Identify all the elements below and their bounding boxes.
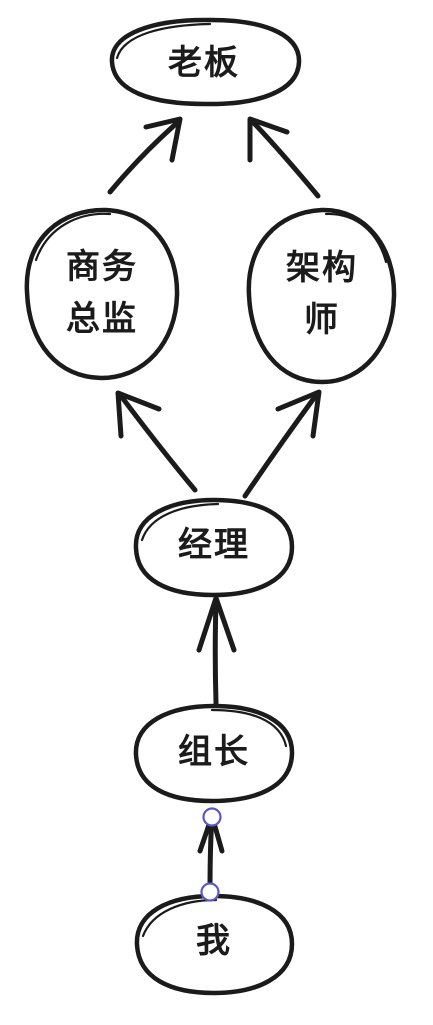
business-director-label-line2: 总监 <box>66 299 138 339</box>
node-me[interactable]: 我 <box>134 893 295 996</box>
edge-business-director-to-boss[interactable] <box>107 116 183 195</box>
team-lead-label: 组长 <box>178 732 250 772</box>
edge-architect-to-boss[interactable] <box>247 116 321 199</box>
arrow-start-handle[interactable] <box>200 882 220 902</box>
architect-label-line2: 师 <box>304 300 340 340</box>
boss-label: 老板 <box>168 43 240 83</box>
edge-me-to-team-lead[interactable] <box>197 813 225 895</box>
node-business-director[interactable]: 商务 总监 <box>24 207 180 381</box>
node-boss[interactable]: 老板 <box>109 17 302 107</box>
node-architect[interactable]: 架构 师 <box>246 207 397 385</box>
node-manager[interactable]: 经理 <box>133 497 295 598</box>
me-label: 我 <box>196 921 232 961</box>
arrow-end-handle[interactable] <box>202 807 222 827</box>
edge-team-lead-to-manager[interactable] <box>196 595 237 706</box>
manager-label: 经理 <box>178 525 250 565</box>
node-team-lead[interactable]: 组长 <box>133 703 295 804</box>
architect-label-line1: 架构 <box>286 248 358 288</box>
edge-manager-to-business-director[interactable] <box>115 390 198 493</box>
edge-manager-to-architect[interactable] <box>242 389 322 499</box>
business-director-label-line1: 商务 <box>66 247 138 287</box>
